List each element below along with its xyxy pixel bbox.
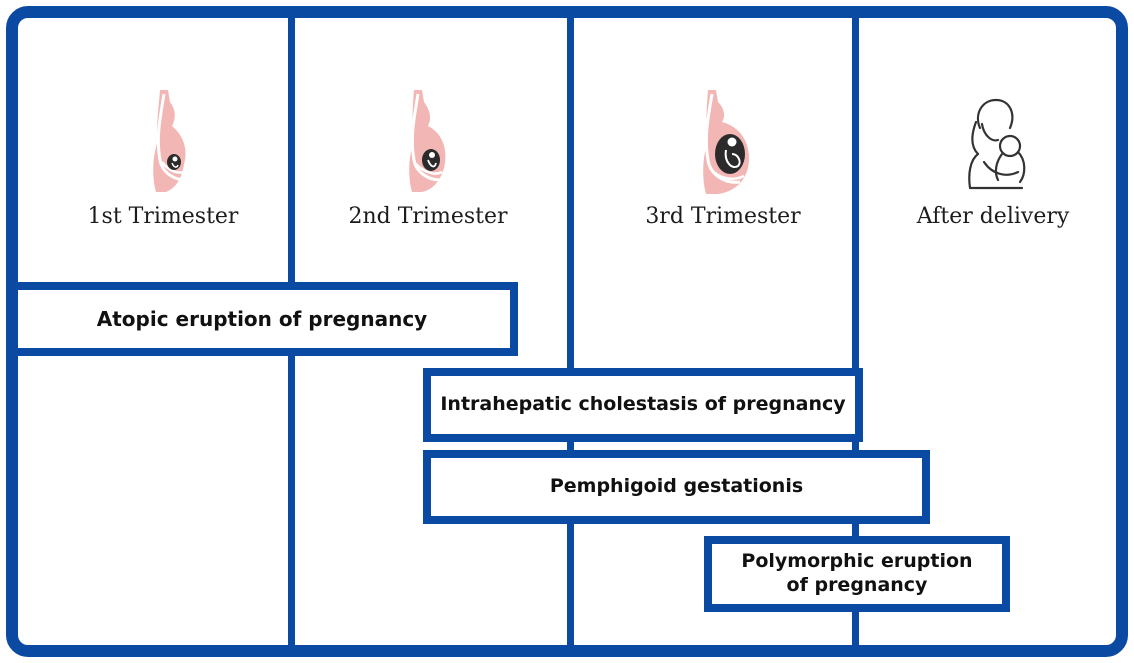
condition-bar-intrahepatic-cholestasis: Intrahepatic cholestasis of pregnancy [423, 368, 863, 442]
condition-label: Pemphigoid gestationis [550, 475, 803, 499]
condition-label: Intrahepatic cholestasis of pregnancy [440, 393, 845, 417]
mother-holding-baby-icon [952, 88, 1042, 198]
condition-bar-pemphigoid-gestationis: Pemphigoid gestationis [423, 450, 930, 524]
condition-label: Polymorphic eruption of pregnancy [730, 550, 984, 598]
period-label-3rd-trimester: 3rd Trimester [618, 204, 828, 229]
pregnant-woman-first-trimester-icon [142, 88, 202, 198]
condition-bar-polymorphic-eruption: Polymorphic eruption of pregnancy [704, 536, 1010, 612]
period-label-after-delivery: After delivery [888, 204, 1098, 229]
condition-bar-atopic-eruption: Atopic eruption of pregnancy [6, 282, 518, 356]
timeline-diagram: 1st Trimester 2nd Trimester 3rd Trimeste… [6, 6, 1128, 657]
column-divider-2 [567, 18, 574, 645]
pregnant-woman-third-trimester-icon [692, 88, 756, 198]
condition-label: Atopic eruption of pregnancy [97, 307, 427, 332]
pregnant-woman-second-trimester-icon [398, 88, 458, 198]
period-label-2nd-trimester: 2nd Trimester [323, 204, 533, 229]
period-label-1st-trimester: 1st Trimester [58, 204, 268, 229]
